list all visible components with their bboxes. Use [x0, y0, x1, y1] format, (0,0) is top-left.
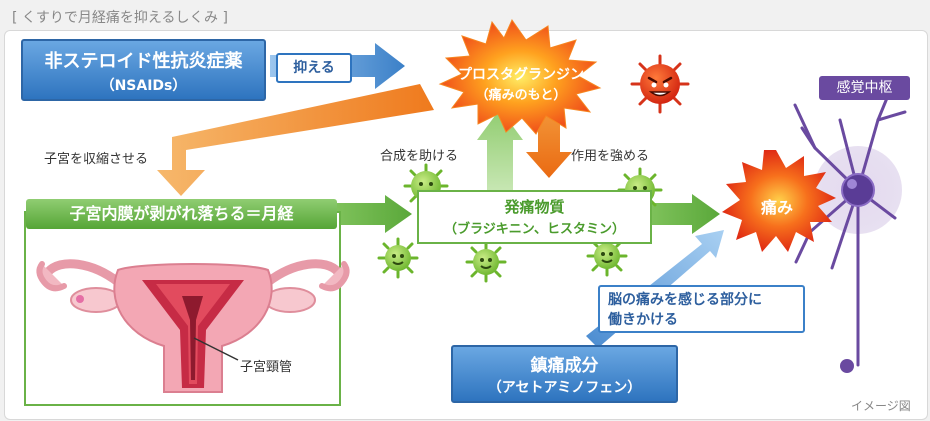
page-title: [ くすりで月経痛を抑えるしくみ ]	[12, 10, 228, 26]
image-note: イメージ図	[851, 399, 911, 413]
arrow-menstruation-to-substance	[335, 195, 412, 233]
arrow-help-synthesis	[477, 109, 523, 192]
brain-part-box: 脳の痛みを感じる部分に 働きかける	[598, 285, 805, 333]
suppress-label: 抑える	[276, 53, 352, 83]
starburst-icon	[438, 18, 602, 135]
helps-synthesis-label: 合成を助ける	[380, 149, 459, 164]
uterus-contract-label: 子宮を収縮させる	[44, 152, 149, 167]
brain-part-line1: 脳の痛みを感じる部分に	[608, 292, 762, 308]
sensory-center-badge: 感覚中枢	[819, 76, 910, 100]
neuron-icon	[786, 96, 907, 373]
cervical-canal-label: 子宮頸管	[240, 360, 293, 375]
prostaglandin-label: プロスタグランジン	[458, 67, 584, 83]
nsaids-sublabel: （NSAIDs）	[100, 78, 187, 94]
pain-substance-sublabel: （ブラジキニン、ヒスタミン）	[444, 222, 625, 237]
analgesic-box: 鎮痛成分 （アセトアミノフェン）	[451, 345, 678, 403]
pain-starburst-icon	[722, 150, 836, 252]
brain-part-line2: 働きかける	[608, 312, 678, 328]
menstruation-box: 子宮内膜が剥がれ落ちる＝月経	[26, 199, 337, 229]
pain-substance-box: 発痛物質 （ブラジキニン、ヒスタミン）	[417, 190, 652, 244]
pain-substance-label: 発痛物質	[504, 198, 565, 216]
uterus-illustration	[36, 259, 350, 393]
pain-label: 痛み	[761, 198, 794, 217]
nsaids-label: 非ステロイド性抗炎症薬	[44, 51, 243, 72]
arrow-prostaglandin-to-uterus	[157, 84, 434, 196]
strengthens-label: 作用を強める	[571, 149, 650, 164]
prostaglandin-sublabel: （痛みのもと）	[475, 88, 567, 103]
arrow-strengthen	[526, 104, 572, 178]
arrow-substance-to-pain	[650, 194, 720, 234]
analgesic-label: 鎮痛成分	[530, 356, 599, 376]
analgesic-sublabel: （アセトアミノフェン）	[487, 380, 642, 396]
red-germ-icon	[630, 54, 690, 114]
nsaids-box: 非ステロイド性抗炎症薬 （NSAIDs）	[21, 39, 266, 101]
